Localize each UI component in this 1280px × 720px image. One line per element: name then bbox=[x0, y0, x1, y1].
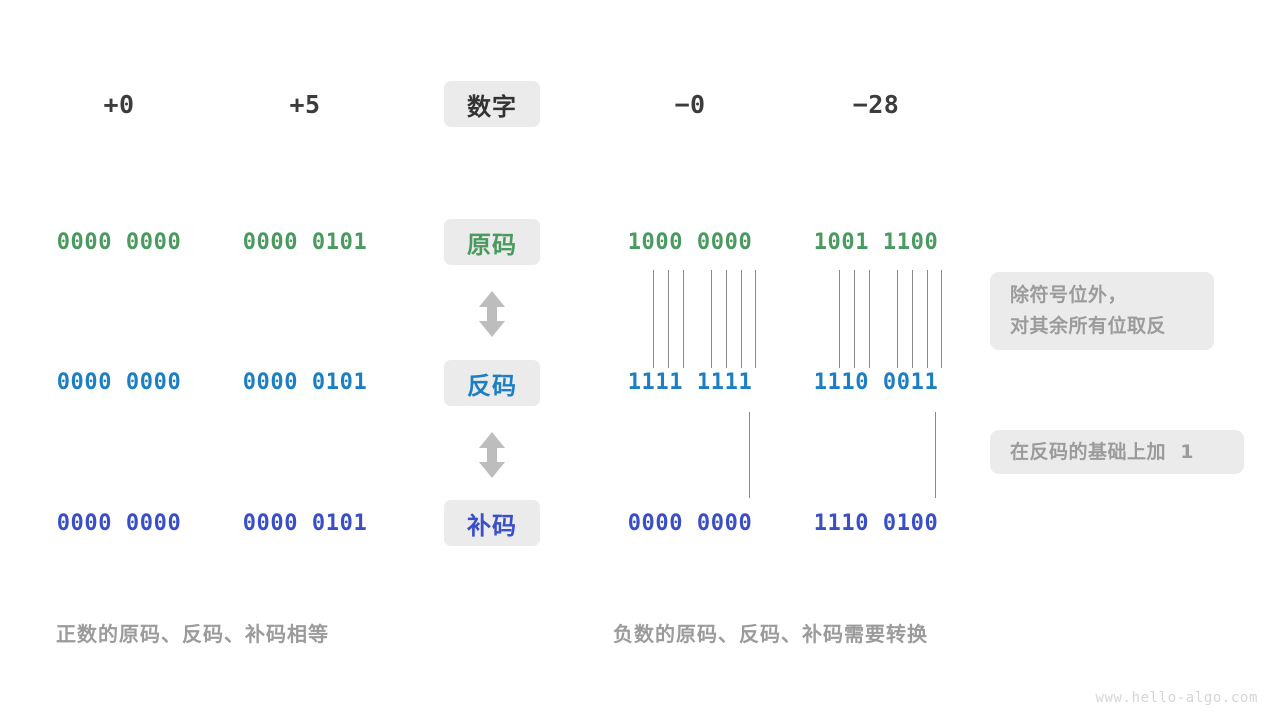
connector-line bbox=[749, 412, 750, 498]
twos-complement-pos-five: 0000 0101 bbox=[242, 510, 368, 536]
watermark: www.hello-algo.com bbox=[1095, 690, 1258, 706]
connector-line bbox=[653, 270, 654, 368]
ones-complement-neg-twentyeight: 1110 0011 bbox=[813, 369, 939, 395]
connector-line bbox=[668, 270, 669, 368]
ones-complement-pos-zero: 0000 0000 bbox=[56, 369, 182, 395]
row-label-ones-complement: 反码 bbox=[444, 360, 540, 406]
connector-line bbox=[941, 270, 942, 368]
sign-magnitude-pos-five: 0000 0101 bbox=[242, 229, 368, 255]
column-header-neg-zero: −0 bbox=[674, 89, 706, 119]
connector-line bbox=[839, 270, 840, 368]
connector-line bbox=[869, 270, 870, 368]
connector-line bbox=[935, 412, 936, 498]
connector-line bbox=[854, 270, 855, 368]
sign-magnitude-pos-zero: 0000 0000 bbox=[56, 229, 182, 255]
column-header-neg-twentyeight: −28 bbox=[852, 89, 900, 119]
twos-complement-neg-twentyeight: 1110 0100 bbox=[813, 510, 939, 536]
ones-complement-pos-five: 0000 0101 bbox=[242, 369, 368, 395]
connector-line bbox=[741, 270, 742, 368]
double-headed-vertical-arrow-icon bbox=[475, 431, 509, 479]
double-headed-vertical-arrow-icon bbox=[475, 290, 509, 338]
row-label-sign-magnitude: 原码 bbox=[444, 219, 540, 265]
note-add-one-line1: 在反码的基础上加 1 bbox=[1010, 440, 1194, 463]
ones-complement-neg-zero: 1111 1111 bbox=[627, 369, 753, 395]
row-label-twos-complement: 补码 bbox=[444, 500, 540, 546]
row-label-number: 数字 bbox=[444, 81, 540, 127]
twos-complement-pos-zero: 0000 0000 bbox=[56, 510, 182, 536]
connector-line bbox=[912, 270, 913, 368]
connector-line bbox=[711, 270, 712, 368]
column-header-pos-zero: +0 bbox=[103, 89, 135, 119]
connector-line bbox=[927, 270, 928, 368]
sign-magnitude-neg-zero: 1000 0000 bbox=[627, 229, 753, 255]
note-add-one: 在反码的基础上加 1 bbox=[990, 430, 1244, 474]
note-invert-bits: 除符号位外， 对其余所有位取反 bbox=[990, 272, 1214, 350]
connector-line bbox=[726, 270, 727, 368]
note-invert-bits-line2: 对其余所有位取反 bbox=[1010, 315, 1167, 337]
note-invert-bits-line1: 除符号位外， bbox=[1010, 284, 1128, 306]
connector-line bbox=[683, 270, 684, 368]
connector-line bbox=[755, 270, 756, 368]
column-header-pos-five: +5 bbox=[289, 89, 321, 119]
caption-negative: 负数的原码、反码、补码需要转换 bbox=[613, 622, 928, 646]
connector-line bbox=[897, 270, 898, 368]
caption-positive: 正数的原码、反码、补码相等 bbox=[56, 622, 329, 646]
twos-complement-neg-zero: 0000 0000 bbox=[627, 510, 753, 536]
sign-magnitude-neg-twentyeight: 1001 1100 bbox=[813, 229, 939, 255]
